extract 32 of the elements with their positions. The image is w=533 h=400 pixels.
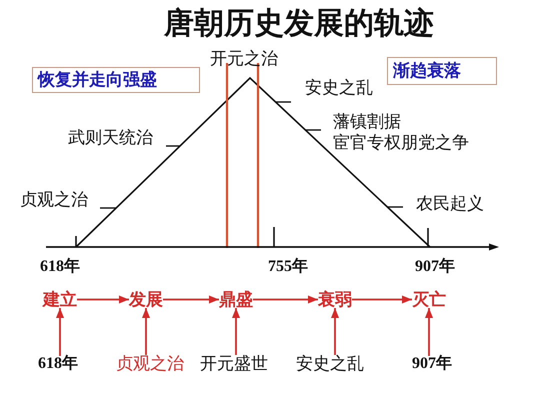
arrow (56, 308, 64, 356)
event-label: 开元盛世 (200, 355, 268, 372)
event-label: 贞观之治 (116, 355, 184, 372)
arrow (232, 308, 240, 355)
title: 唐朝历史发展的轨迹 (164, 9, 434, 39)
event-label: 农民起义 (416, 195, 484, 212)
event-label: 安史之乱 (305, 79, 373, 96)
year-label: 907年 (412, 356, 452, 372)
event-label: 贞观之治 (20, 191, 88, 208)
year-label: 618年 (38, 356, 78, 372)
arrow (331, 308, 339, 355)
arrow (77, 296, 129, 304)
year-label: 907年 (415, 259, 455, 275)
event-label: 宦官专权朋党之争 (333, 134, 469, 151)
event-label: 藩镇割据 (333, 113, 401, 130)
stage-label: 发展 (129, 291, 163, 308)
arrow (253, 296, 318, 304)
stage-label: 建立 (43, 291, 77, 308)
stage-label: 灭亡 (412, 291, 446, 308)
arrow (142, 308, 150, 355)
event-label: 武则天统治 (68, 129, 153, 146)
stage-label: 衰弱 (318, 291, 352, 308)
event-label: 开元之治 (210, 50, 278, 67)
event-label: 安史之乱 (296, 355, 364, 372)
year-label: 618年 (40, 259, 80, 275)
year-label: 755年 (268, 259, 308, 275)
arrow (352, 296, 412, 304)
phase-box: 渐趋衰落 (387, 57, 497, 85)
arrow (163, 296, 219, 304)
arrow (425, 308, 433, 356)
stage-label: 鼎盛 (219, 291, 253, 308)
phase-box: 恢复并走向强盛 (32, 67, 200, 93)
